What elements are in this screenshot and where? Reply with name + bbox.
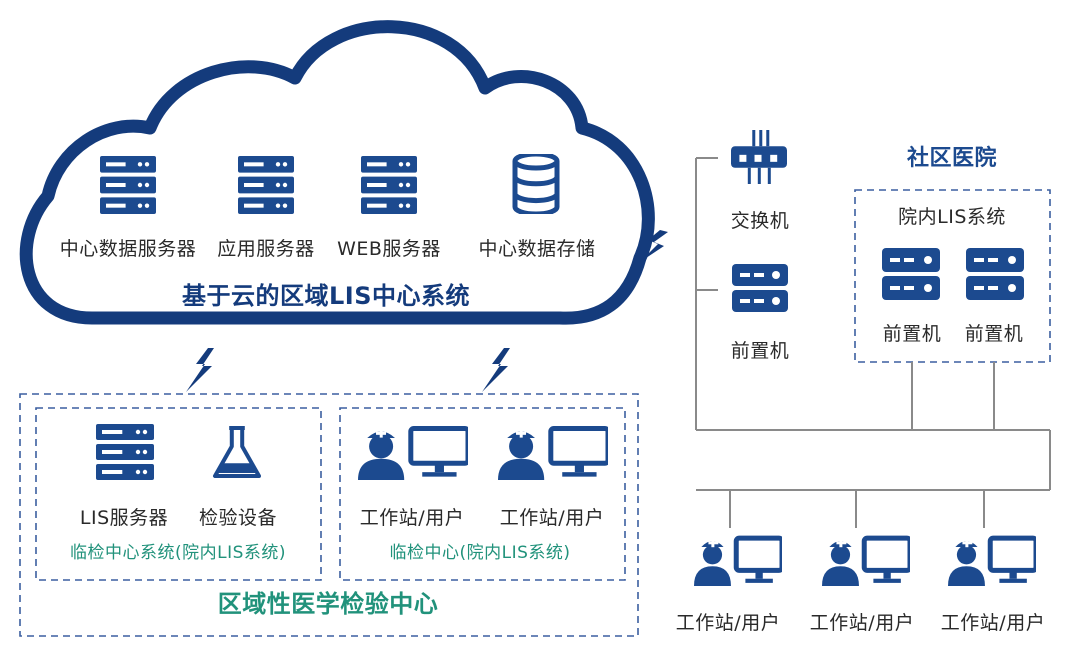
server-label-application: 应用服务器 xyxy=(217,238,315,260)
front-machine-icon xyxy=(966,248,1024,300)
signal-bolt-icon xyxy=(482,348,510,392)
database-icon xyxy=(512,151,560,217)
front-machine-label: 前置机 xyxy=(964,323,1024,345)
server-icon xyxy=(96,424,154,480)
right-panel-box xyxy=(339,407,626,581)
front-machine-label: 前置机 xyxy=(882,323,942,345)
workstation-icon xyxy=(358,424,471,480)
signal-bolt-icon xyxy=(186,348,214,392)
workstation-label: 工作站/用户 xyxy=(359,507,465,529)
hospital-lis-box xyxy=(854,189,1051,363)
workstation-icon xyxy=(694,534,785,586)
community-hospital-title: 社区医院 xyxy=(906,146,998,171)
server-icon xyxy=(361,156,417,214)
server-icon xyxy=(100,156,156,214)
lis-server-label: LIS服务器 xyxy=(79,507,169,529)
right-panel-caption: 临检中心(院内LIS系统) xyxy=(389,543,571,563)
regional-center-box xyxy=(19,393,639,637)
workstation-icon xyxy=(822,534,913,586)
network-switch-icon xyxy=(731,130,787,184)
left-panel-caption: 临检中心系统(院内LIS系统) xyxy=(69,543,287,563)
workstation-label: 工作站/用户 xyxy=(940,612,1046,634)
left-panel-box xyxy=(35,407,322,581)
front-machine-icon xyxy=(732,264,788,312)
workstation-label: 工作站/用户 xyxy=(675,612,781,634)
hospital-lis-title: 院内LIS系统 xyxy=(898,206,1006,228)
network-lines xyxy=(695,157,1051,528)
lab-equipment-label: 检验设备 xyxy=(198,507,278,529)
front-machine-icon xyxy=(882,248,940,300)
server-icon xyxy=(238,156,294,214)
regional-center-title: 区域性医学检验中心 xyxy=(217,590,439,618)
storage-label-central-data: 中心数据存储 xyxy=(478,238,596,260)
workstation-label: 工作站/用户 xyxy=(499,507,605,529)
signal-bolt-icon xyxy=(640,230,668,262)
server-label-web: WEB服务器 xyxy=(337,238,441,260)
workstation-label: 工作站/用户 xyxy=(809,612,915,634)
server-label-central-data: 中心数据服务器 xyxy=(59,238,197,260)
cloud-shape xyxy=(19,20,655,325)
workstation-icon xyxy=(948,534,1039,586)
flask-icon xyxy=(211,424,263,480)
front-machine-label: 前置机 xyxy=(730,340,790,362)
switch-label: 交换机 xyxy=(730,210,790,232)
workstation-icon xyxy=(498,424,611,480)
cloud-title: 基于云的区域LIS中心系统 xyxy=(181,282,471,310)
